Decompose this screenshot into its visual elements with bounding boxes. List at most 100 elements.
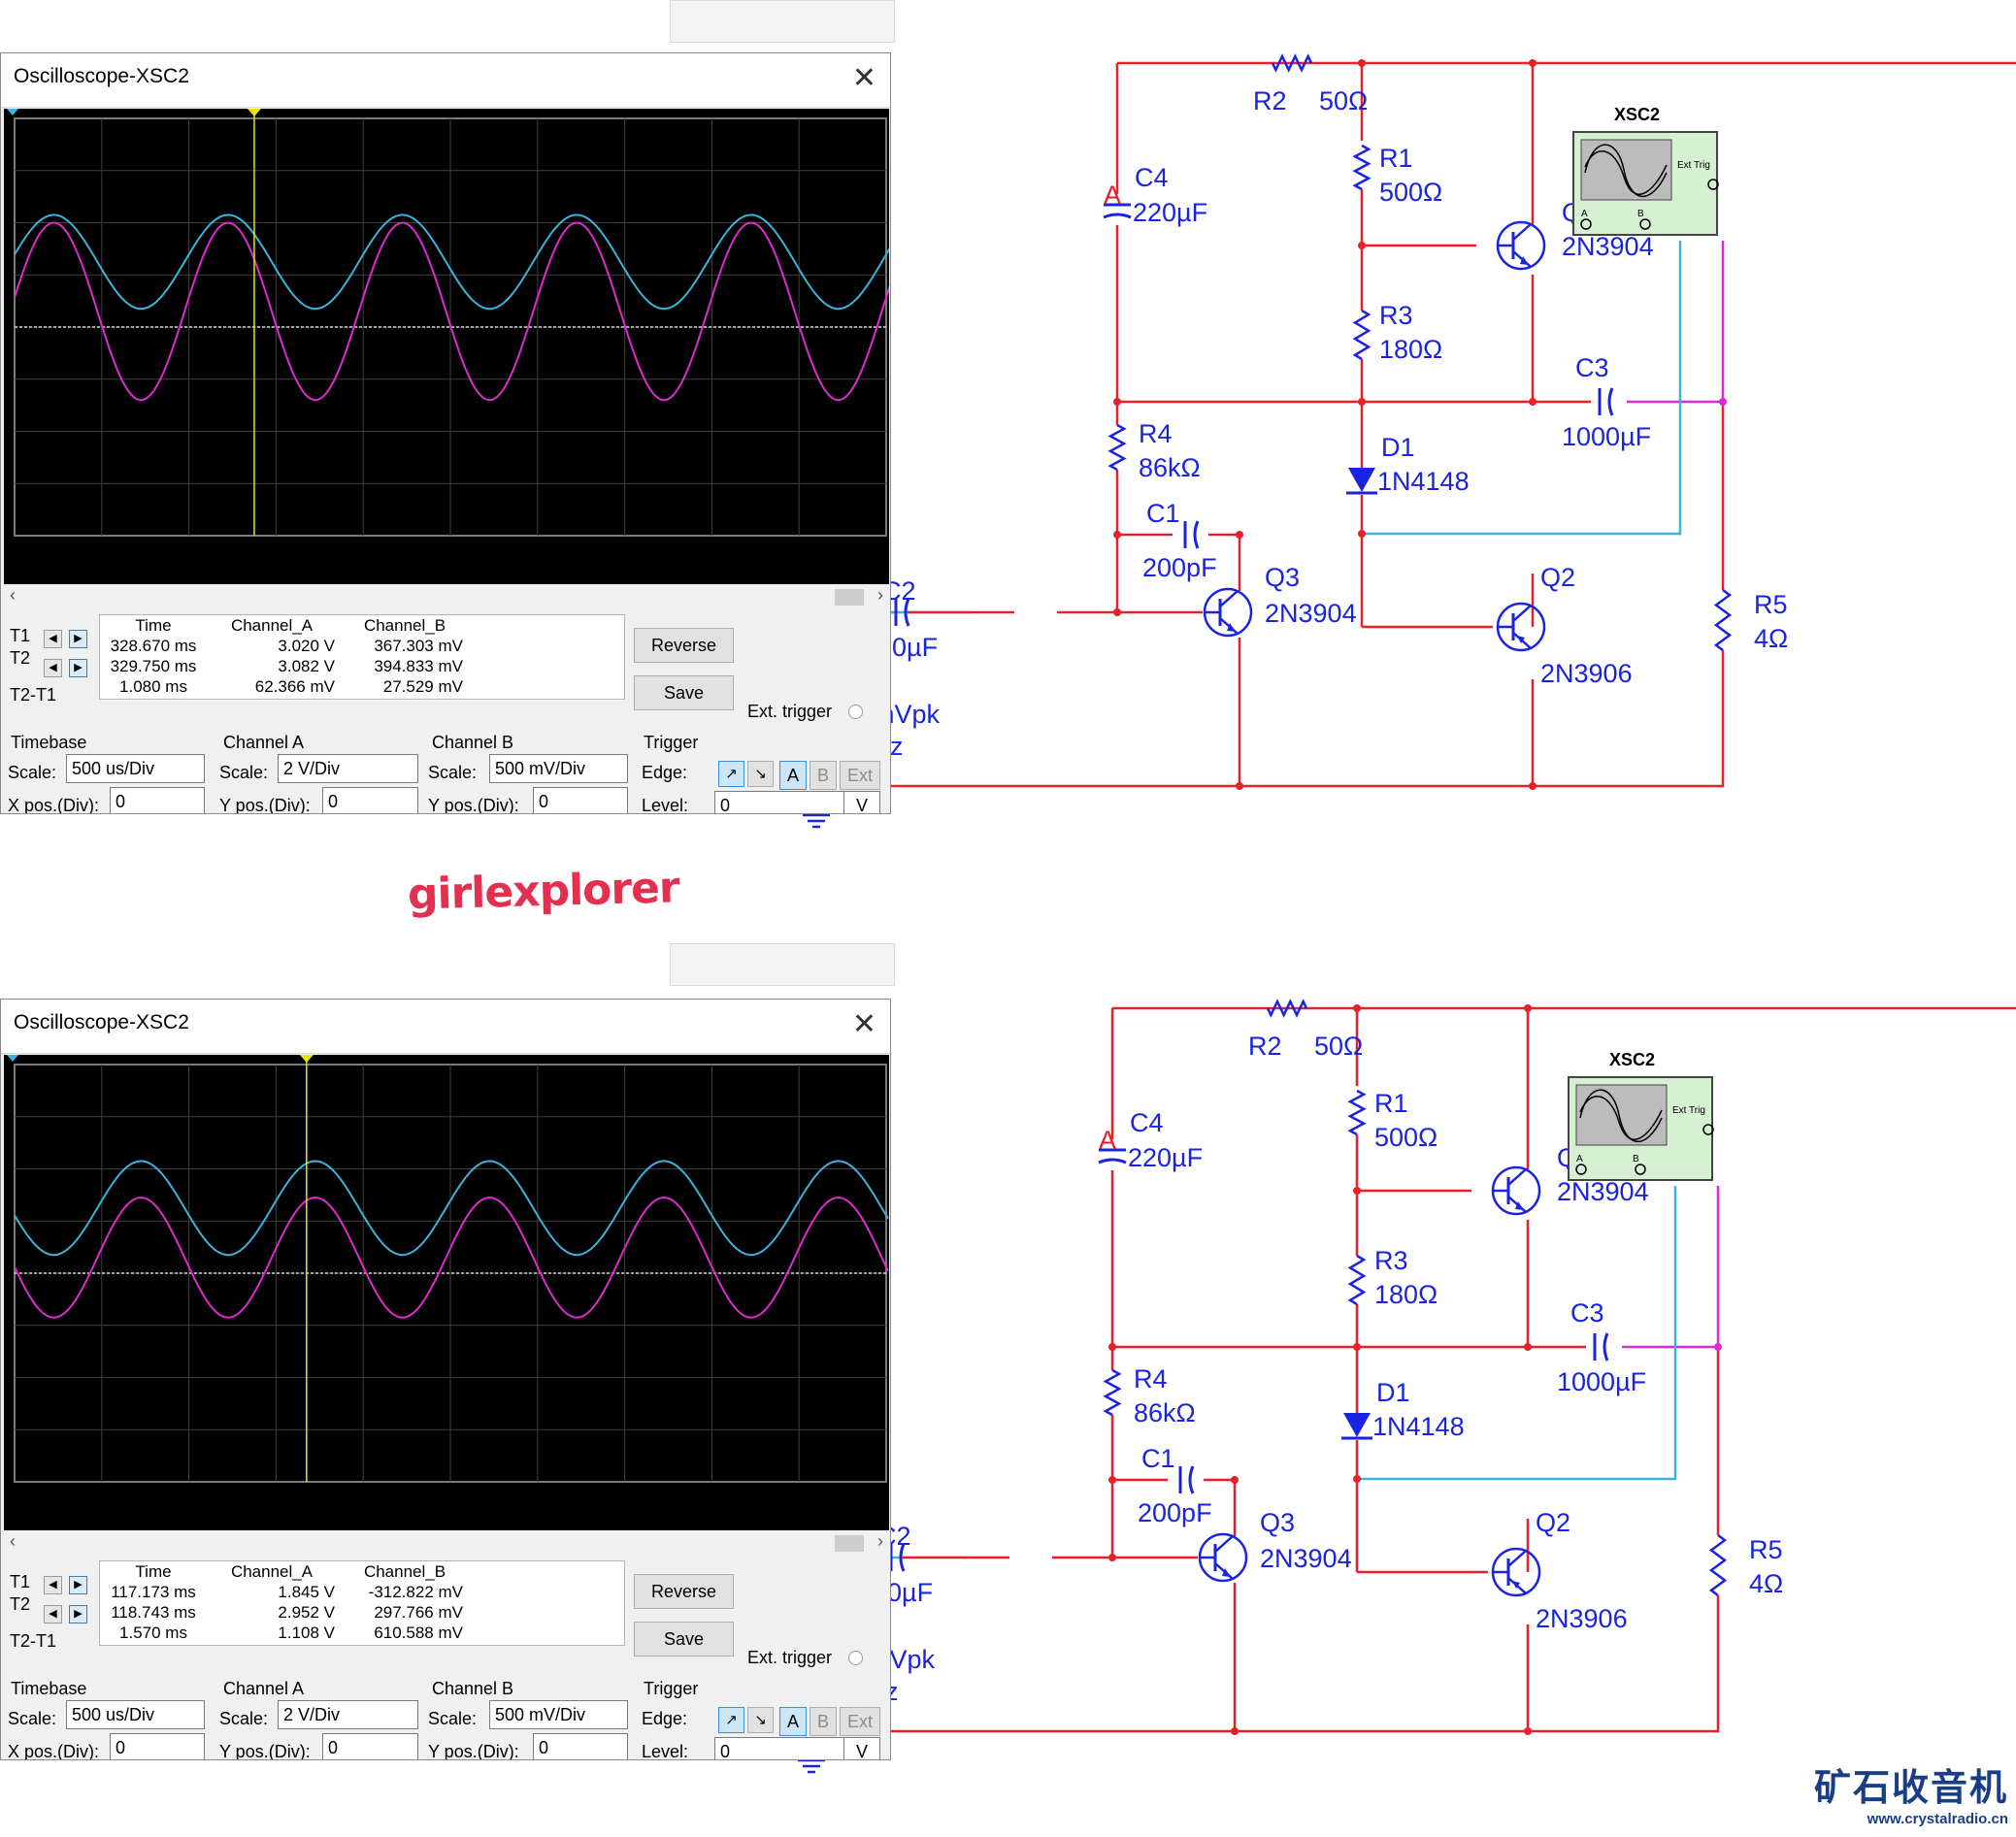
r4-value: 86kΩ [1134,1398,1196,1427]
channel-b-ypos-input[interactable]: 0 [533,787,628,813]
channel-b-ypos-label: Y pos.(Div): [428,796,519,814]
scroll-left-icon[interactable]: ‹ [10,585,16,605]
scope-instrument-wave [1579,1089,1663,1143]
junction-dot [1358,398,1366,406]
junction-dot [1529,59,1537,67]
timebase-scale-input[interactable]: 500 us/Div [66,754,205,783]
t2-channel-a: 3.082 V [278,656,335,675]
scroll-right-icon[interactable]: › [877,585,883,605]
save-button[interactable]: Save [634,675,734,710]
col-channel-b: Channel_B [363,615,446,635]
capacitor-plate [1103,213,1132,219]
trigger-source-a-button[interactable]: A [779,761,807,790]
c3-value: 1000µF [1557,1367,1646,1396]
channel-b-scale-label: Scale: [428,763,478,782]
ext-trigger-radio[interactable] [848,705,863,719]
trigger-level-input[interactable]: 0 [714,791,844,813]
junction-dot [1108,1343,1116,1351]
t2-right-arrow-icon[interactable]: ▶ [69,659,87,677]
scroll-left-icon[interactable]: ‹ [10,1531,16,1551]
window-titlebar[interactable]: Oscilloscope-XSC2 ✕ [1,1000,890,1054]
resistor [1347,1254,1367,1306]
xpos-input[interactable]: 0 [110,787,205,813]
scope-display[interactable] [4,109,889,584]
resistor [1103,1368,1122,1417]
t2-left-arrow-icon[interactable]: ◀ [44,659,62,677]
junction-dot [1353,1004,1361,1012]
r2-value: 50Ω [1314,1032,1363,1061]
t1-left-arrow-icon[interactable]: ◀ [44,630,62,648]
t2-right-arrow-icon[interactable]: ▶ [69,1605,87,1624]
col-channel-b: Channel_B [363,1561,446,1581]
capacitor-plate [1098,1158,1127,1165]
close-icon[interactable]: ✕ [851,62,876,94]
trigger-level-input[interactable]: 0 [714,1737,844,1759]
save-button[interactable]: Save [634,1622,734,1657]
channel-b-ypos-label: Y pos.(Div): [428,1742,519,1760]
q3-value: 2N3904 [1265,599,1357,628]
channel-a-ypos-input[interactable]: 0 [322,1733,418,1759]
channel-a-ypos-input[interactable]: 0 [322,787,418,813]
window-titlebar[interactable]: Oscilloscope-XSC2 ✕ [1,53,890,108]
capacitor-plate [1603,1332,1609,1361]
cursor-t1-label: T1 [10,1572,31,1591]
trigger-source-ext-button[interactable]: Ext [840,1707,880,1736]
resistor [1352,144,1372,191]
timebase-scale-input[interactable]: 500 us/Div [66,1700,205,1729]
trigger-source-b-button[interactable]: B [810,1707,837,1736]
resistor [1713,588,1733,652]
trigger-source-ext-button[interactable]: Ext [840,761,880,790]
t1-right-arrow-icon[interactable]: ▶ [69,630,87,648]
channel-b-ypos-input[interactable]: 0 [533,1733,628,1759]
r3-name: R3 [1374,1246,1408,1275]
junction-dot [1524,1727,1532,1735]
reverse-button[interactable]: Reverse [634,1574,734,1609]
xpos-input[interactable]: 0 [110,1733,205,1759]
rising-edge-icon[interactable]: ↗ [718,761,744,787]
scope-display[interactable] [4,1055,889,1530]
trigger-level-unit[interactable]: V [843,791,880,813]
table-row: 117.173 ms 1.845 V -312.822 mV [104,1582,469,1602]
trigger-source-a-button[interactable]: A [779,1707,807,1736]
scope-instrument-a: A [1576,1154,1583,1165]
channel-b-scale-input[interactable]: 500 mV/Div [489,1700,628,1729]
channel-b-scale-input[interactable]: 500 mV/Div [489,754,628,783]
rising-edge-icon[interactable]: ↗ [718,1707,744,1733]
delta-channel-b: 610.588 mV [374,1623,463,1642]
horizontal-scrollbar[interactable]: ‹ › [4,585,889,610]
channel-a-scale-input[interactable]: 2 V/Div [278,1700,418,1729]
table-row: 328.670 ms 3.020 V 367.303 mV [104,636,469,656]
r3-value: 180Ω [1379,335,1442,364]
transistor-arrow [1512,1581,1520,1589]
table-row: 118.743 ms 2.952 V 297.766 mV [104,1602,469,1623]
capacitor-plate [1607,387,1614,416]
horizontal-scrollbar[interactable]: ‹ › [4,1531,889,1557]
sim-toolbar-top [670,0,895,43]
falling-edge-icon[interactable]: ↘ [747,761,774,787]
resistor [1266,999,1308,1018]
scroll-thumb[interactable] [835,589,864,606]
trigger-source-b-button[interactable]: B [810,761,837,790]
junction-dot [1236,782,1243,790]
ext-trigger-radio[interactable] [848,1651,863,1665]
xpos-label: X pos.(Div): [8,796,100,814]
t2-left-arrow-icon[interactable]: ◀ [44,1605,62,1624]
scroll-thumb[interactable] [835,1535,864,1552]
falling-edge-icon[interactable]: ↘ [747,1707,774,1733]
scroll-right-icon[interactable]: › [877,1531,883,1551]
t1-right-arrow-icon[interactable]: ▶ [69,1576,87,1594]
t1-channel-b: -312.822 mV [368,1582,463,1601]
close-icon[interactable]: ✕ [851,1008,876,1040]
timebase-scale-label: Scale: [8,1709,57,1728]
reverse-button[interactable]: Reverse [634,628,734,663]
c1-value: 200pF [1142,553,1217,582]
c1-name: C1 [1146,499,1180,528]
c3-value: 1000µF [1562,422,1651,451]
scope-instrument-terminal [1707,179,1719,190]
col-time: Time [135,615,172,635]
t1-left-arrow-icon[interactable]: ◀ [44,1576,62,1594]
channel-a-scale-input[interactable]: 2 V/Div [278,754,418,783]
trigger-level-unit[interactable]: V [843,1737,880,1759]
oscilloscope-window-2: Oscilloscope-XSC2 ✕ ‹ › T1 T2 T2-T1 ◀ ▶ … [0,999,891,1760]
